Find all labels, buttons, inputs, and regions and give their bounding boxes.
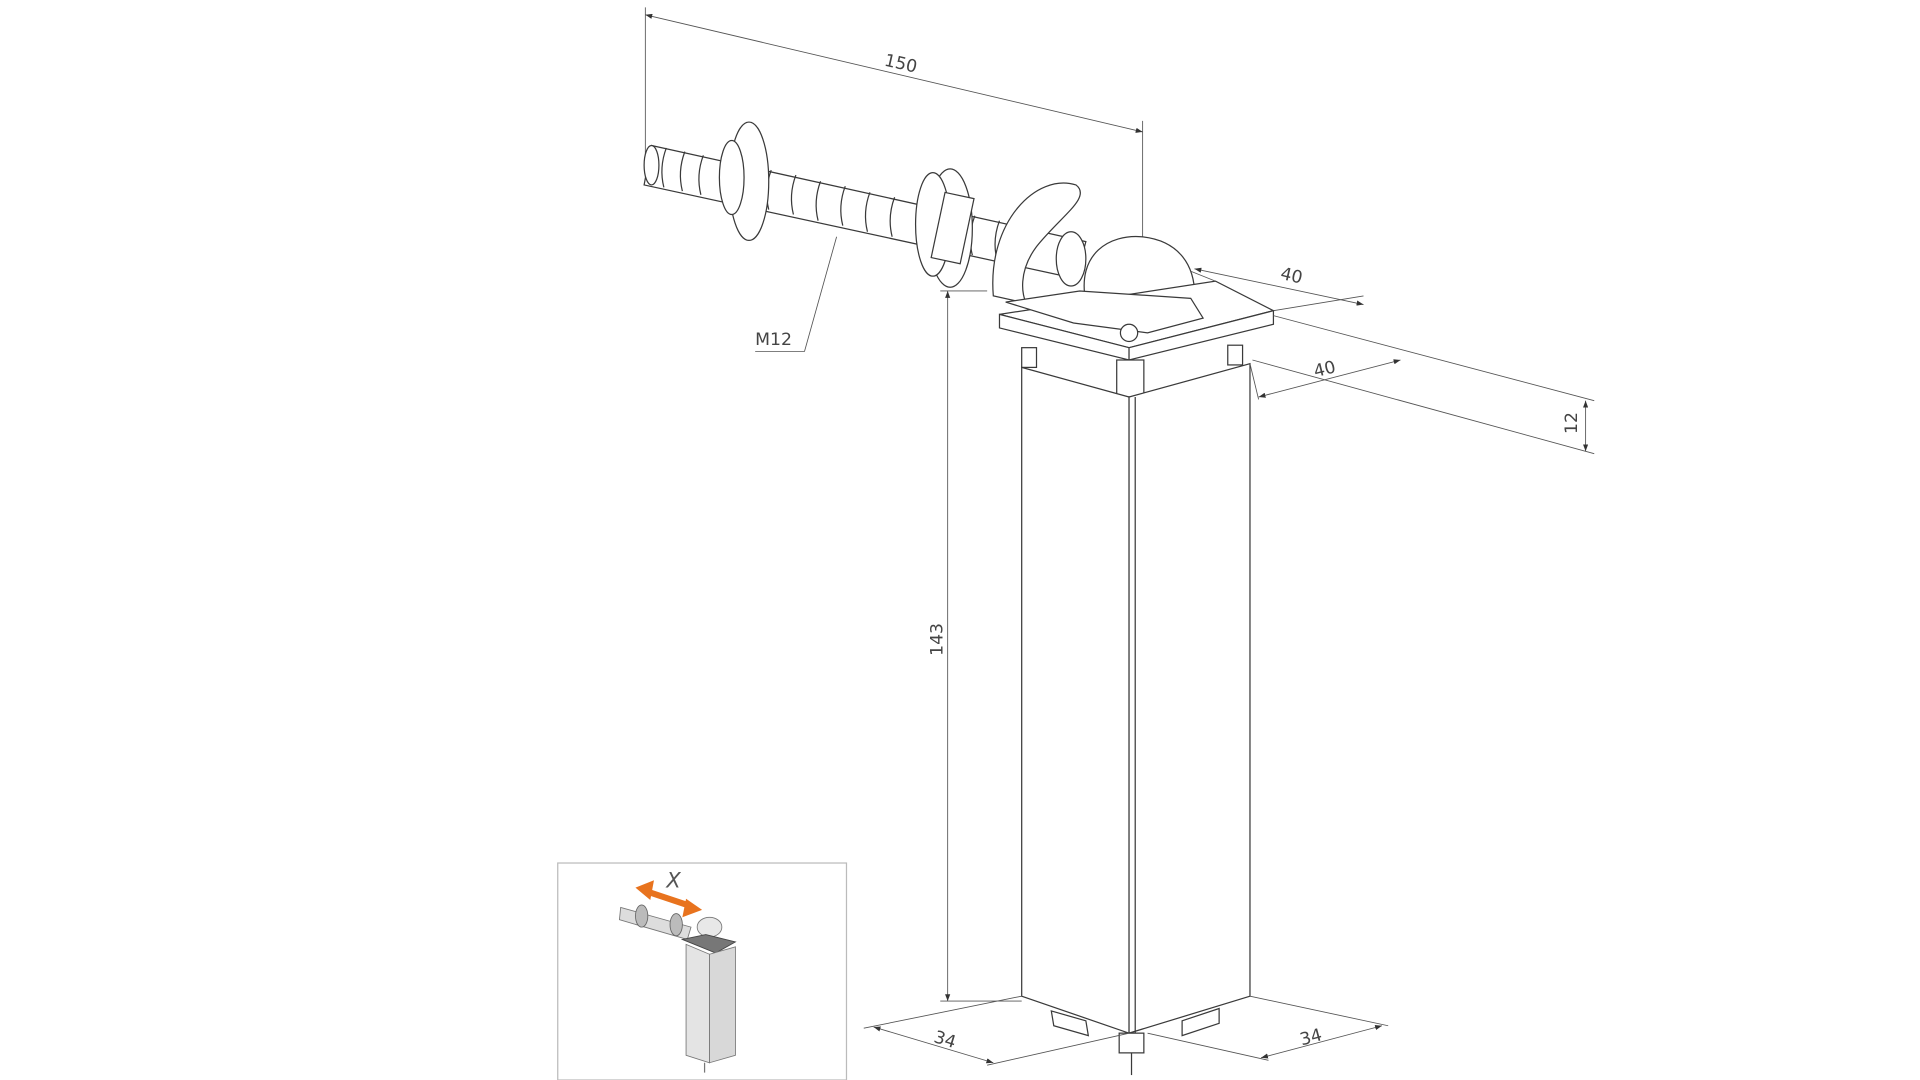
dimension-label-34-right: 34	[1298, 1025, 1324, 1050]
dimension-label-40-side: 40	[1312, 357, 1338, 382]
dimension-34-right: 34	[1147, 995, 1389, 1061]
orange-double-arrow-icon	[635, 880, 703, 918]
dimension-12: 12	[1252, 315, 1595, 455]
dimension-143: 143	[928, 290, 1022, 1002]
dimension-label-150: 150	[882, 51, 919, 78]
dimension-label-143: 143	[928, 623, 948, 656]
adjustment-inset: X	[557, 862, 848, 1080]
dimension-label-34-left: 34	[931, 1027, 958, 1053]
dimension-label-12: 12	[1562, 412, 1582, 434]
thread-label: M12	[755, 330, 792, 350]
square-post	[1021, 362, 1251, 1076]
adjust-label: X	[665, 869, 681, 893]
dimension-40-top: 40	[1190, 264, 1364, 312]
dimension-40-side: 40	[1249, 357, 1401, 400]
thread-callout: M12	[755, 236, 838, 352]
mounting-plate	[998, 280, 1276, 398]
threaded-bolt	[643, 121, 1196, 305]
dimension-label-40-top: 40	[1278, 264, 1304, 288]
